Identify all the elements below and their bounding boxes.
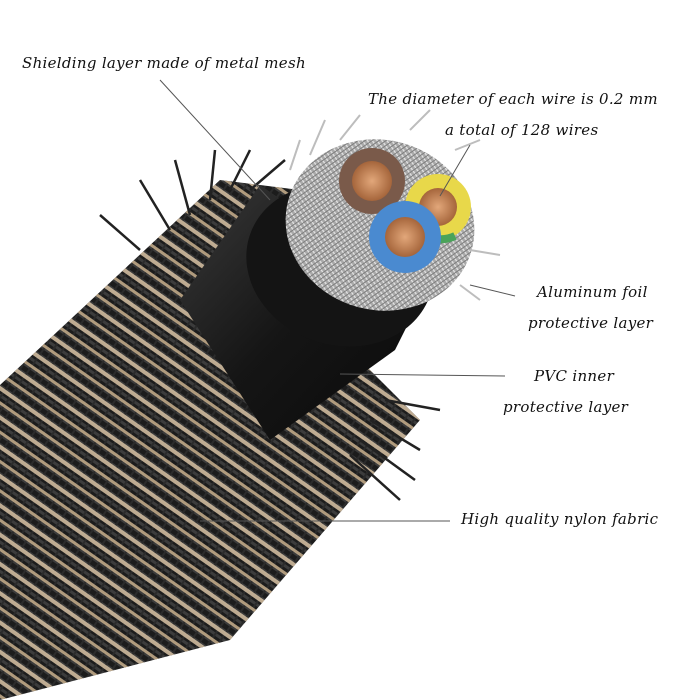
conductor-brown [339, 148, 405, 214]
leader-shielding [159, 79, 271, 201]
label-pvc-protective: protective layer [503, 398, 629, 416]
label-wire-count: a total of 128 wires [445, 121, 599, 139]
label-pvc-inner: PVC inner [534, 367, 615, 385]
leader-lines [159, 79, 516, 522]
label-wire-diameter: The diameter of each wire is 0.2 mm [368, 90, 658, 108]
leader-aluminum [469, 284, 516, 297]
label-aluminum-protective: protective layer [528, 314, 654, 332]
leader-pvc [339, 373, 506, 377]
label-aluminum-foil: Aluminum foil [537, 283, 648, 301]
label-nylon-fabric: High quality nylon fabric [461, 510, 659, 528]
leader-wires [439, 144, 471, 197]
label-shielding-layer: Shielding layer made of metal mesh [22, 54, 306, 72]
conductor-blue [369, 201, 441, 273]
